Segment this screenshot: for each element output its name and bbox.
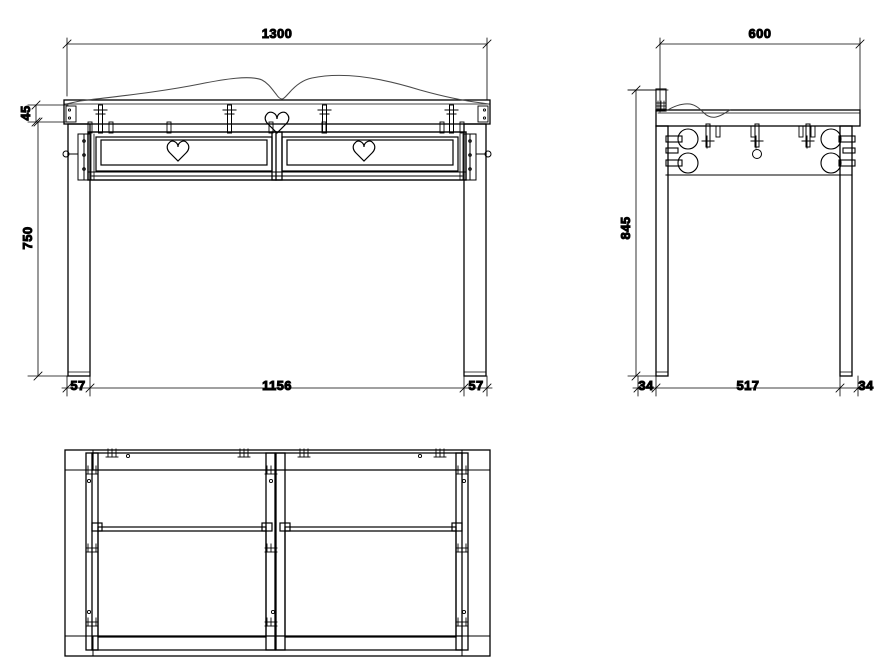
front-right-leg xyxy=(463,123,487,377)
front-right-bracket xyxy=(463,133,492,181)
front-elevation-view: 1300 45 750 57 1156 57 xyxy=(18,26,493,397)
side-dowel-pins xyxy=(715,125,816,138)
plan-right-cam-fixings xyxy=(455,465,469,627)
dim-label-leg-span: 517 xyxy=(737,378,760,393)
plan-left-cam-fixings xyxy=(85,465,99,627)
front-bolt-fasteners xyxy=(93,104,459,134)
front-bottom-rails xyxy=(87,171,467,181)
dim-label-front-leg-width: 34 xyxy=(638,378,654,393)
side-cam-locks-left xyxy=(665,128,699,174)
dim-label-apron-height: 45 xyxy=(18,105,33,120)
apron-heart-icon xyxy=(264,111,290,134)
side-scalloped-profile xyxy=(665,103,731,118)
dim-label-right-leg-width: 57 xyxy=(468,378,483,393)
side-front-leg xyxy=(655,125,669,377)
dim-label-overall-height: 845 xyxy=(618,217,633,240)
side-bolt-fasteners xyxy=(701,123,815,149)
plan-top-screw-marks xyxy=(105,448,447,459)
front-top-right-endcap xyxy=(477,105,489,123)
right-drawer-heart-icon xyxy=(352,140,376,162)
dim-label-rear-leg-width: 34 xyxy=(858,378,874,393)
dim-label-inner-span: 1156 xyxy=(262,378,292,393)
front-left-bracket xyxy=(62,133,91,181)
left-drawer-heart-icon xyxy=(166,140,190,162)
front-top-left-endcap xyxy=(65,105,77,123)
dimension-overall-width xyxy=(62,37,492,101)
plan-left-drawer-opening xyxy=(91,522,273,638)
dimension-leg-height xyxy=(27,117,69,381)
plan-center-cam-fixings xyxy=(264,465,278,627)
dimension-overall-depth xyxy=(655,37,865,119)
side-upstand-hatching xyxy=(656,100,667,112)
dim-label-leg-height: 750 xyxy=(20,227,35,250)
side-cam-locks-right xyxy=(820,128,856,174)
front-bracket-slats xyxy=(90,133,464,181)
front-table-top xyxy=(63,99,491,125)
dim-label-overall-width: 1300 xyxy=(262,26,293,41)
plan-outer-frame xyxy=(64,449,491,657)
side-center-hole xyxy=(752,149,762,159)
side-rear-leg xyxy=(839,125,853,377)
side-elevation-view: 600 845 34 517 34 xyxy=(618,26,874,397)
plan-view xyxy=(64,448,491,657)
plan-right-drawer-opening xyxy=(279,522,463,638)
dimension-apron-height xyxy=(27,100,69,127)
dim-label-left-leg-width: 57 xyxy=(70,378,85,393)
front-left-leg xyxy=(67,123,91,377)
dim-label-overall-depth: 600 xyxy=(749,26,772,41)
front-scalloped-apron xyxy=(65,74,489,105)
side-table-top xyxy=(655,109,861,127)
